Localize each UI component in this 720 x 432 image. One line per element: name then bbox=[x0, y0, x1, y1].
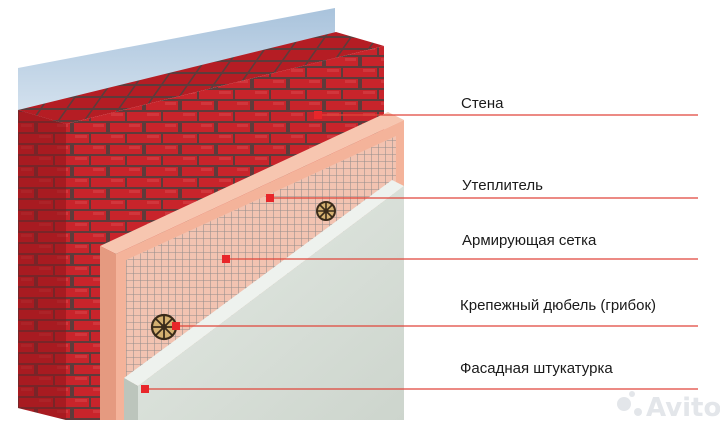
label-insulation: Утеплитель bbox=[462, 177, 543, 194]
background-panel bbox=[18, 8, 335, 118]
marker-insulation bbox=[266, 194, 274, 202]
avito-watermark: Avito bbox=[617, 391, 720, 423]
plaster-top bbox=[124, 180, 404, 386]
insulation-side bbox=[100, 246, 116, 420]
dowel-icon-lower bbox=[150, 313, 178, 341]
dowel-icon-upper bbox=[316, 201, 336, 221]
avito-logo-icon bbox=[617, 397, 631, 411]
marker-mesh bbox=[222, 255, 230, 263]
insulation-top bbox=[100, 112, 404, 254]
marker-plaster bbox=[141, 385, 149, 393]
marker-wall bbox=[314, 111, 322, 119]
avito-watermark-text: Avito bbox=[646, 393, 720, 423]
label-plaster: Фасадная штукатурка bbox=[460, 360, 613, 377]
marker-dowel bbox=[172, 322, 180, 330]
label-mesh: Армирующая сетка bbox=[462, 232, 597, 249]
label-wall: Стена bbox=[461, 95, 504, 112]
plaster-front bbox=[138, 186, 404, 420]
brick-wall-top bbox=[18, 32, 384, 124]
brick-wall-side-texture bbox=[18, 110, 66, 420]
label-dowel: Крепежный дюбель (грибок) bbox=[460, 297, 656, 314]
plaster-side bbox=[124, 378, 138, 420]
